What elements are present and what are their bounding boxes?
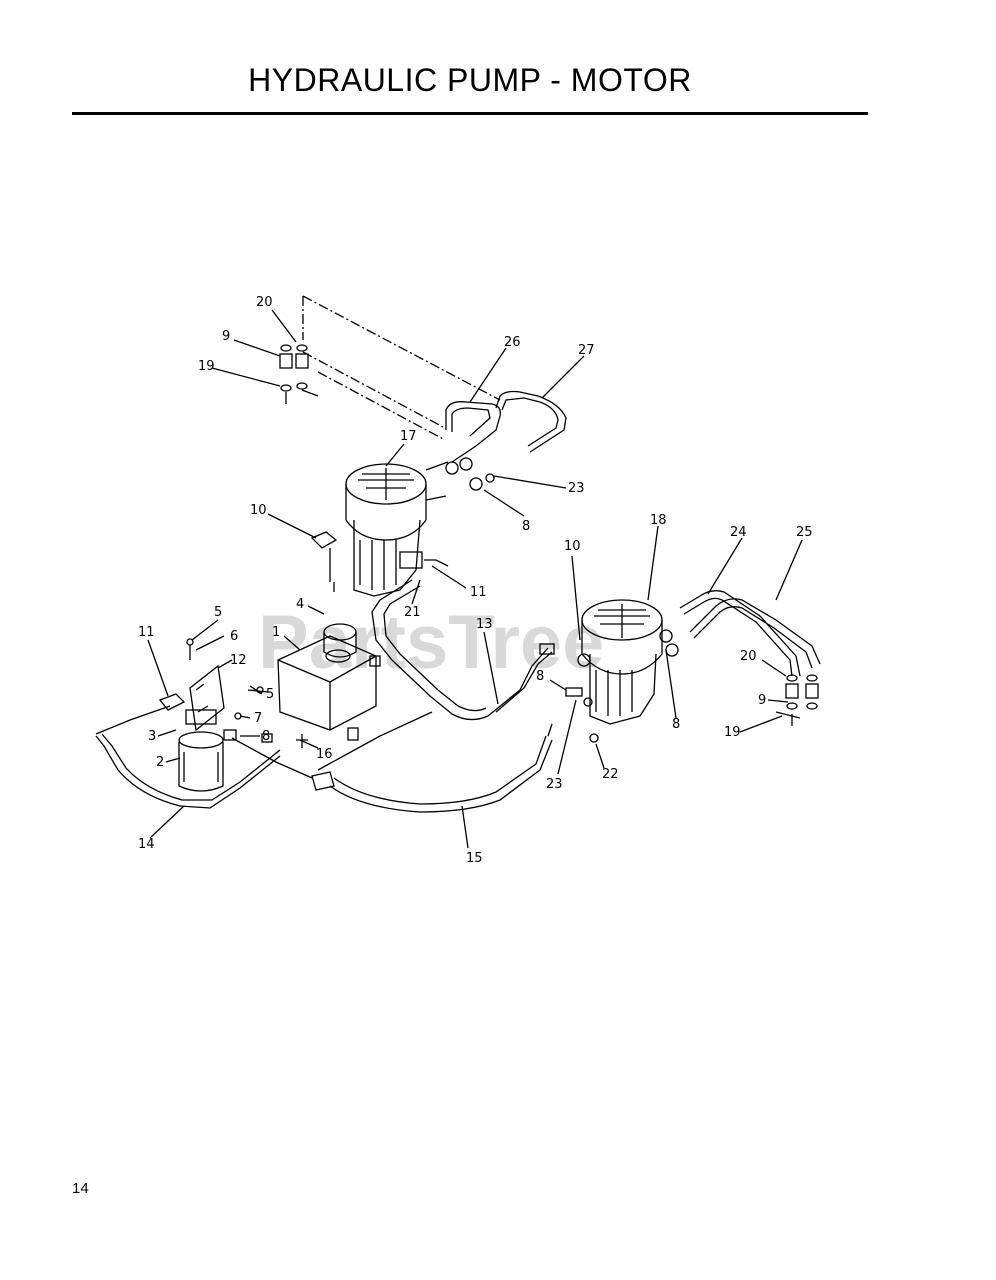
- callout-13: 13: [476, 617, 493, 632]
- callout-20-top: 20: [256, 295, 273, 310]
- callout-9-right: 9: [758, 693, 766, 708]
- callout-11-mid: 11: [470, 585, 487, 600]
- callout-27: 27: [578, 343, 595, 358]
- callout-19-top: 19: [198, 359, 215, 374]
- callout-20-right: 20: [740, 649, 757, 664]
- callout-5-top: 5: [214, 605, 222, 620]
- callout-15: 15: [466, 851, 483, 866]
- page-title: HYDRAULIC PUMP - MOTOR: [248, 62, 692, 98]
- callout-18: 18: [650, 513, 667, 528]
- callout-17: 17: [400, 429, 417, 444]
- callout-22: 22: [602, 767, 619, 782]
- callout-12: 12: [230, 653, 247, 668]
- callout-23-bottom: 23: [546, 777, 563, 792]
- callout-8-right: 8: [672, 717, 680, 732]
- callout-3: 3: [148, 729, 156, 744]
- callout-8-left: 8: [262, 729, 270, 744]
- callout-8-top: 8: [522, 519, 530, 534]
- callout-11-left: 11: [138, 625, 155, 640]
- callout-25: 25: [796, 525, 813, 540]
- title-rule: [72, 112, 868, 115]
- callout-14: 14: [138, 837, 155, 852]
- callout-1: 1: [272, 625, 280, 640]
- callout-26: 26: [504, 335, 521, 350]
- callout-7: 7: [254, 711, 262, 726]
- callout-4: 4: [296, 597, 304, 612]
- callout-5-mid: 5: [266, 687, 274, 702]
- watermark: PartsTree: [258, 600, 604, 685]
- page-number: 14: [72, 1180, 89, 1197]
- callout-6: 6: [230, 629, 238, 644]
- callout-9-top: 9: [222, 329, 230, 344]
- callout-2: 2: [156, 755, 164, 770]
- callout-19-right: 19: [724, 725, 741, 740]
- callout-10-right: 10: [564, 539, 581, 554]
- callout-21: 21: [404, 605, 421, 620]
- callout-16: 16: [316, 747, 333, 762]
- callout-8-mid: 8: [536, 669, 544, 684]
- callout-10-left: 10: [250, 503, 267, 518]
- callout-23-top: 23: [568, 481, 585, 496]
- callout-24: 24: [730, 525, 747, 540]
